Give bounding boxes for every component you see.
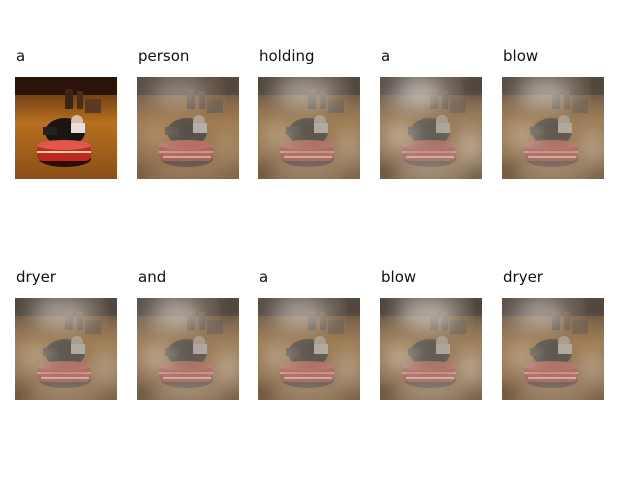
caption-word: holding: [259, 47, 315, 65]
caption-word: a: [381, 47, 391, 65]
attention-image: [380, 77, 482, 179]
attention-image: [258, 298, 360, 400]
caption-word: blow: [503, 47, 539, 65]
attention-image: [502, 298, 604, 400]
photo-with-attention-overlay: [502, 77, 604, 179]
caption-word: a: [16, 47, 26, 65]
photo-with-attention-overlay: [15, 298, 117, 400]
caption-word: dryer: [503, 268, 543, 286]
photo-with-attention-overlay: [15, 77, 117, 179]
photo-with-attention-overlay: [137, 77, 239, 179]
photo-with-attention-overlay: [137, 298, 239, 400]
attention-image: [15, 298, 117, 400]
caption-word: and: [138, 268, 167, 286]
attention-image: [15, 77, 117, 179]
caption-word: blow: [381, 268, 417, 286]
attention-image: [137, 298, 239, 400]
attention-image: [502, 77, 604, 179]
caption-word: a: [259, 268, 269, 286]
photo-with-attention-overlay: [380, 77, 482, 179]
photo-with-attention-overlay: [380, 298, 482, 400]
attention-image: [380, 298, 482, 400]
photo-with-attention-overlay: [258, 298, 360, 400]
attention-image: [137, 77, 239, 179]
attention-image: [258, 77, 360, 179]
photo-with-attention-overlay: [502, 298, 604, 400]
caption-word: person: [138, 47, 190, 65]
caption-word: dryer: [16, 268, 56, 286]
photo-with-attention-overlay: [258, 77, 360, 179]
